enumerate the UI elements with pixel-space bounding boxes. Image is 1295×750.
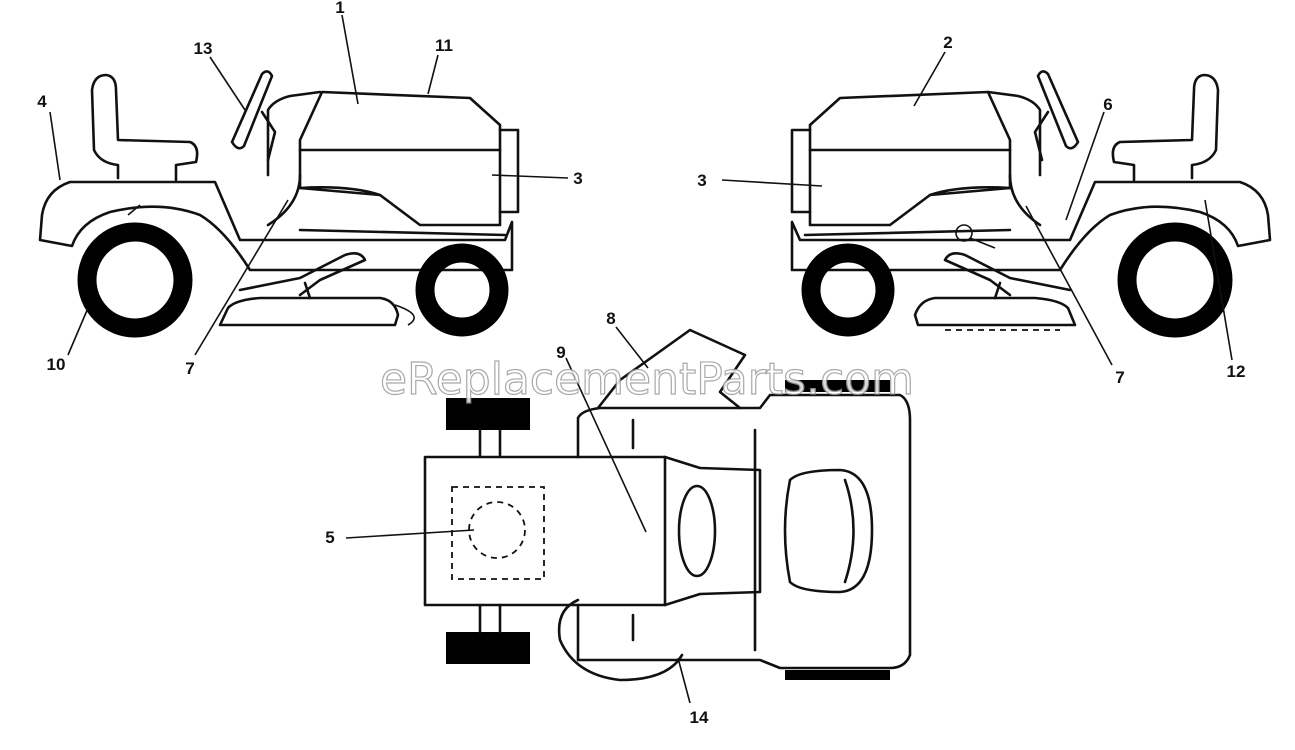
callout-8: 8 xyxy=(606,309,615,328)
callout-6: 6 xyxy=(1103,95,1112,114)
tractor-left-side-view xyxy=(38,70,520,338)
callout-3-right: 3 xyxy=(697,171,706,190)
callout-12: 12 xyxy=(1227,362,1246,381)
callout-13: 13 xyxy=(194,39,213,58)
callout-5: 5 xyxy=(325,528,334,547)
callout-11: 11 xyxy=(435,36,453,55)
callout-1: 1 xyxy=(335,0,344,17)
leader-lines xyxy=(49,14,1233,704)
tractor-right-side-view xyxy=(790,70,1272,338)
callout-7-left: 7 xyxy=(185,359,194,378)
callout-9: 9 xyxy=(556,343,565,362)
callout-3-left: 3 xyxy=(573,169,582,188)
callout-7-right: 7 xyxy=(1115,368,1124,387)
callout-2: 2 xyxy=(943,33,952,52)
watermark-text: eReplacementParts.com xyxy=(380,354,914,405)
callout-labels: 1 11 13 4 3 10 7 2 6 3 7 12 8 9 5 14 xyxy=(37,0,1245,727)
callout-14: 14 xyxy=(690,708,709,727)
callout-10: 10 xyxy=(47,355,66,374)
callout-4: 4 xyxy=(37,92,47,111)
tractor-top-view xyxy=(423,328,912,682)
